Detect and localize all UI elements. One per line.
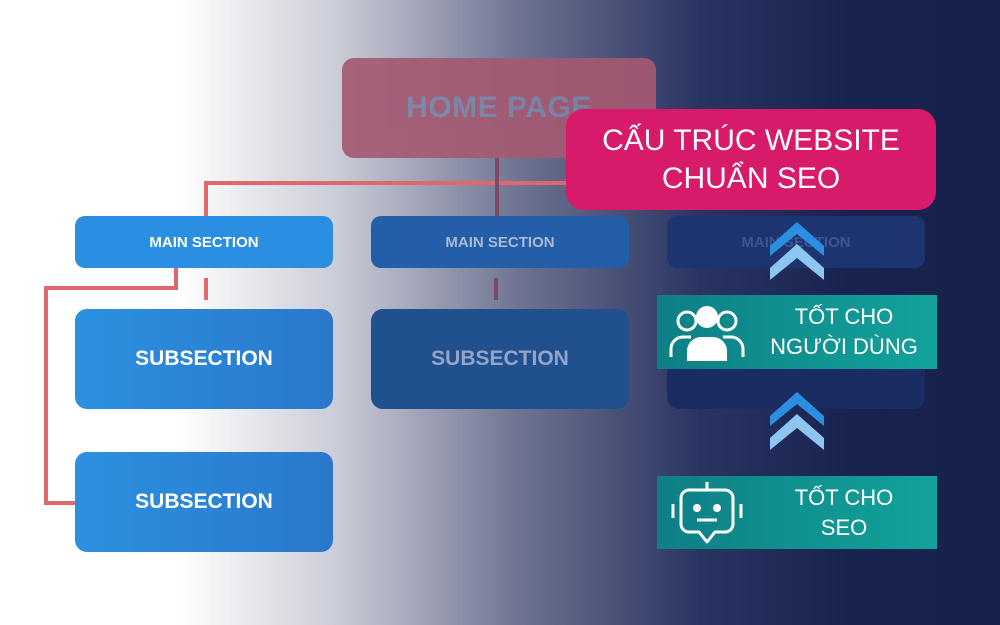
main-section-box-3: MAIN SECTION — [667, 216, 925, 268]
banner-line-2: CHUẨN SEO — [661, 161, 841, 195]
subsection-box-2: SUBSECTION — [371, 309, 629, 409]
main-section-box-1: MAIN SECTION — [75, 216, 333, 268]
connector-left-v — [44, 286, 48, 504]
connector-v-main1 — [204, 181, 208, 216]
subsection-box-1: SUBSECTION — [75, 309, 333, 409]
users-icon — [657, 295, 757, 369]
benefit-users: TỐT CHO NGƯỜI DÙNG — [657, 295, 937, 369]
robot-icon — [657, 476, 757, 549]
main-section-box-2: MAIN SECTION — [371, 216, 629, 268]
home-page-box: HOME PAGE — [342, 58, 656, 158]
connector-left-h — [44, 286, 176, 290]
benefit-users-line-2: NGƯỜI DÙNG — [770, 334, 918, 359]
connector-left-v1 — [174, 268, 178, 290]
chevron-up-icon — [770, 392, 824, 450]
chevron-up-icon — [770, 222, 824, 280]
banner-line-1: CẤU TRÚC WEBSITE — [602, 123, 900, 157]
benefit-users-line-1: TỐT CHO — [794, 304, 894, 329]
benefit-seo: TỐT CHO SEO — [657, 476, 937, 549]
connector-v-home — [495, 158, 499, 216]
connector-h-top — [204, 181, 566, 185]
subsection-box-4: SUBSECTION — [75, 452, 333, 552]
seo-structure-banner: CẤU TRÚC WEBSITE CHUẨN SEO — [566, 109, 936, 210]
connector-left-h2 — [44, 501, 75, 505]
benefit-seo-line-2: SEO — [820, 514, 868, 540]
connector-v-main1-down — [204, 278, 208, 300]
connector-v-main2-down — [494, 278, 498, 300]
benefit-seo-line-1: TỐT CHO — [794, 484, 894, 510]
